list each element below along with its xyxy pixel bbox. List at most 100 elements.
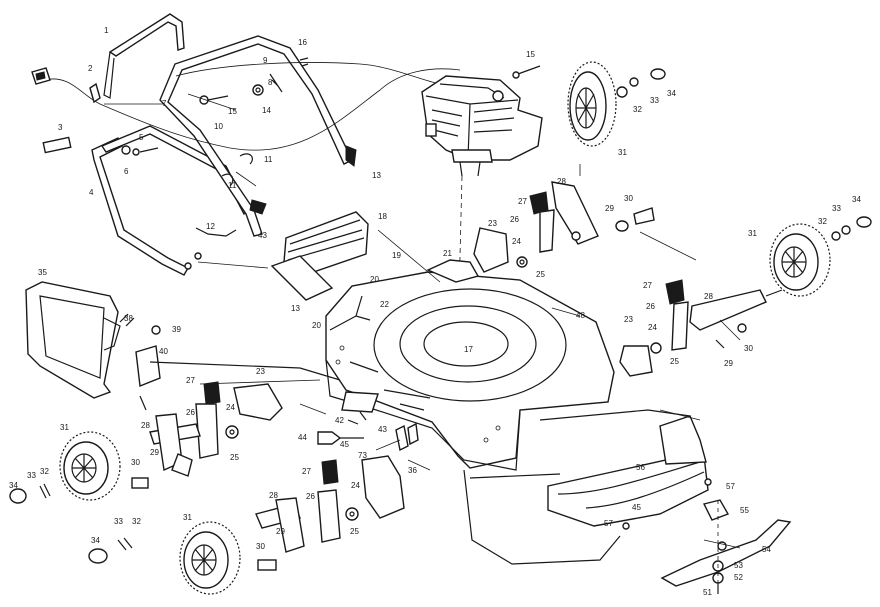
callout-25c: 25 <box>230 453 239 462</box>
callout-8: 8 <box>268 78 273 87</box>
callout-18: 18 <box>378 212 387 221</box>
callout-42: 42 <box>335 416 344 425</box>
middle-handle <box>159 35 353 237</box>
throttle-lever <box>35 71 46 81</box>
callout-56: 56 <box>636 463 645 472</box>
height-adjuster-front-right <box>619 279 783 377</box>
callout-35: 35 <box>38 268 47 277</box>
callout-27a: 27 <box>518 197 527 206</box>
callout-14: 14 <box>262 106 271 115</box>
callout-26b: 26 <box>646 302 655 311</box>
callout-15a: 15 <box>228 107 237 116</box>
front-skirt <box>463 409 709 565</box>
callout-7: 7 <box>162 99 167 108</box>
callout-26a: 26 <box>510 215 519 224</box>
callout-29b: 29 <box>724 359 733 368</box>
callout-34b: 34 <box>852 195 861 204</box>
callout-29d: 29 <box>276 527 285 536</box>
callout-24c: 24 <box>226 403 235 412</box>
callout-36: 36 <box>408 466 417 475</box>
callout-23c: 23 <box>256 367 265 376</box>
front-left-wheel <box>9 431 149 504</box>
callout-27d: 27 <box>302 467 311 476</box>
callout-38: 38 <box>124 314 133 323</box>
callout-26d: 26 <box>306 492 315 501</box>
callout-54: 54 <box>762 545 771 554</box>
callout-23a: 23 <box>488 219 497 228</box>
callout-9: 9 <box>263 56 268 65</box>
callout-20b: 20 <box>312 321 321 330</box>
callout-labels: 1 2 3 4 5 6 7 8 9 10 11 11 12 13 13 14 1… <box>9 26 861 597</box>
deck-center-hardware <box>317 389 431 452</box>
callout-32b: 32 <box>818 217 827 226</box>
callout-6: 6 <box>124 167 129 176</box>
handle-hardware <box>89 57 541 270</box>
callout-28d: 28 <box>269 491 278 500</box>
height-adjuster-rear-left <box>255 455 405 553</box>
callout-29c: 29 <box>150 448 159 457</box>
height-adjuster-front-left <box>149 381 283 477</box>
callout-29a: 29 <box>605 204 614 213</box>
callout-57b: 57 <box>604 519 613 528</box>
mower-deck <box>325 259 615 471</box>
callout-44: 44 <box>298 433 307 442</box>
callout-12: 12 <box>206 222 215 231</box>
callout-30c: 30 <box>131 458 140 467</box>
callout-23b: 23 <box>624 315 633 324</box>
callout-25d: 25 <box>350 527 359 536</box>
callout-43b: 43 <box>378 425 387 434</box>
callout-48: 48 <box>576 311 585 320</box>
callout-19: 19 <box>392 251 401 260</box>
callout-24b: 24 <box>648 323 657 332</box>
callout-15b: 15 <box>526 50 535 59</box>
callout-22: 22 <box>380 300 389 309</box>
callout-53: 53 <box>734 561 743 570</box>
callout-10: 10 <box>214 122 223 131</box>
callout-30a: 30 <box>624 194 633 203</box>
lower-handle <box>91 125 249 276</box>
callout-40: 40 <box>159 347 168 356</box>
callout-43a: 43 <box>258 231 267 240</box>
callout-30d: 30 <box>256 542 265 551</box>
callout-31c: 31 <box>60 423 69 432</box>
throttle-cable <box>175 62 441 85</box>
callout-39: 39 <box>172 325 181 334</box>
callout-73: 73 <box>358 451 367 460</box>
callout-26c: 26 <box>186 408 195 417</box>
callout-3: 3 <box>58 123 63 132</box>
callout-34c: 34 <box>9 481 18 490</box>
callout-34d: 34 <box>91 536 100 545</box>
callout-17: 17 <box>464 345 473 354</box>
callout-45a: 45 <box>340 440 349 449</box>
callout-1: 1 <box>104 26 109 35</box>
callout-31a: 31 <box>618 148 627 157</box>
callout-45b: 45 <box>632 503 641 512</box>
rear-right-wheel <box>567 61 666 147</box>
callout-4: 4 <box>89 188 94 197</box>
front-right-wheel <box>769 216 872 297</box>
callout-20a: 20 <box>370 275 379 284</box>
callout-33a: 33 <box>650 96 659 105</box>
chute-hardware <box>119 313 341 411</box>
callout-28a: 28 <box>557 177 566 186</box>
callout-52: 52 <box>734 573 743 582</box>
grass-catcher <box>25 281 121 399</box>
callout-33c: 33 <box>27 471 36 480</box>
callout-32c: 32 <box>40 467 49 476</box>
callout-51: 51 <box>703 588 712 597</box>
callout-25b: 25 <box>670 357 679 366</box>
callout-2: 2 <box>88 64 93 73</box>
callout-57a: 57 <box>726 482 735 491</box>
blade-assembly <box>622 478 792 594</box>
callout-5: 5 <box>139 133 144 142</box>
leader-lines <box>104 93 741 549</box>
callout-30b: 30 <box>744 344 753 353</box>
callout-31b: 31 <box>748 229 757 238</box>
height-adjuster-rear-right <box>473 181 655 273</box>
callout-32a: 32 <box>633 105 642 114</box>
callout-28c: 28 <box>141 421 150 430</box>
callout-33d: 33 <box>114 517 123 526</box>
callout-16: 16 <box>298 38 307 47</box>
